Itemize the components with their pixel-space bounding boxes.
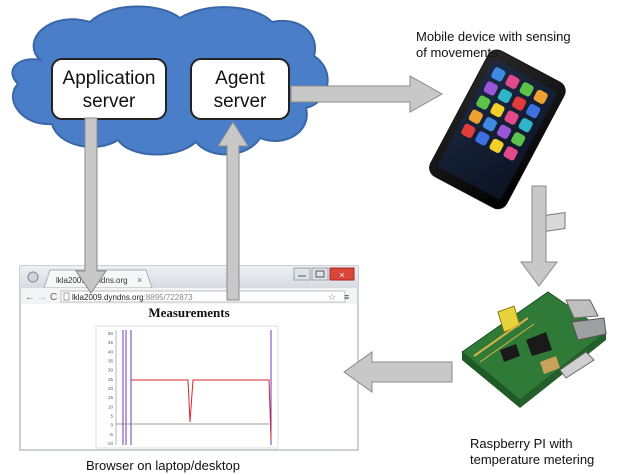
page-icon xyxy=(63,292,70,301)
agent-server-label-line2: server xyxy=(214,91,267,112)
y-tick-label: 0 xyxy=(110,423,113,428)
arrow-raspberry-to-browser xyxy=(343,351,453,393)
raspberry-pi-image xyxy=(461,212,607,408)
bookmark-star-icon[interactable]: ☆ xyxy=(328,292,336,302)
url-path: :8895/722873 xyxy=(144,293,193,302)
y-tick-label: 20 xyxy=(108,386,114,391)
maximize-icon xyxy=(315,270,325,278)
close-tab-icon[interactable]: × xyxy=(137,275,142,285)
y-tick-label: 50 xyxy=(108,331,114,336)
address-bar[interactable] xyxy=(60,290,346,303)
y-tick-label: 25 xyxy=(108,377,114,382)
browser-caption: Browser on laptop/desktop xyxy=(86,458,240,473)
application-server-label-line1: Application xyxy=(63,68,156,89)
raspberry-caption: Raspberry PI with temperature metering xyxy=(470,436,618,468)
application-server-box: Application server xyxy=(51,58,167,120)
y-tick-label: 30 xyxy=(108,368,114,373)
mobile-caption: Mobile device with sensing of movements. xyxy=(416,29,616,61)
mobile-caption-line2: of movements. xyxy=(416,45,502,60)
raspberry-caption-line1: Raspberry PI with xyxy=(470,436,573,451)
y-tick-label: -10 xyxy=(106,441,113,446)
mobile-caption-line1: Mobile device with sensing xyxy=(416,29,571,44)
browser-window: lkla2009.dyndns.org × × ← → C lkla2009.d… xyxy=(19,265,359,451)
y-tick-label: 35 xyxy=(108,359,114,364)
arrow-browser-to-agent xyxy=(217,121,249,301)
close-window-icon: × xyxy=(339,270,344,280)
y-tick-label: 10 xyxy=(108,404,114,409)
browser-app-icon xyxy=(27,271,39,283)
minimize-button[interactable] xyxy=(293,267,311,281)
address-text: lkla2009.dyndns.org:8895/722873 xyxy=(72,293,193,302)
page-title: Measurements xyxy=(148,305,229,320)
forward-icon[interactable]: → xyxy=(37,292,47,303)
url-host: lkla2009.dyndns.org xyxy=(72,293,144,302)
reload-icon[interactable]: C xyxy=(50,292,57,303)
arrow-mobile-to-raspberry xyxy=(520,185,558,287)
maximize-button[interactable] xyxy=(311,267,329,281)
app-icons-grid xyxy=(461,67,548,161)
y-tick-label: 45 xyxy=(108,340,114,345)
close-window-button[interactable] xyxy=(329,267,355,281)
agent-server-label-line1: Agent xyxy=(215,68,265,89)
y-tick-label: 40 xyxy=(108,349,114,354)
y-tick-label: -5 xyxy=(109,432,113,437)
mobile-device-image xyxy=(429,49,566,210)
arrow-agent-to-mobile xyxy=(290,75,444,113)
arrow-appserver-to-browser xyxy=(75,117,107,294)
back-icon[interactable]: ← xyxy=(25,292,35,303)
series-red-line xyxy=(131,379,272,441)
application-server-label-line2: server xyxy=(83,91,136,112)
menu-icon[interactable]: ≡ xyxy=(344,292,349,302)
y-tick-label: 15 xyxy=(108,395,114,400)
y-tick-label: 5 xyxy=(110,414,113,419)
raspberry-caption-line2: temperature metering xyxy=(470,452,595,467)
agent-server-box: Agent server xyxy=(190,58,290,120)
